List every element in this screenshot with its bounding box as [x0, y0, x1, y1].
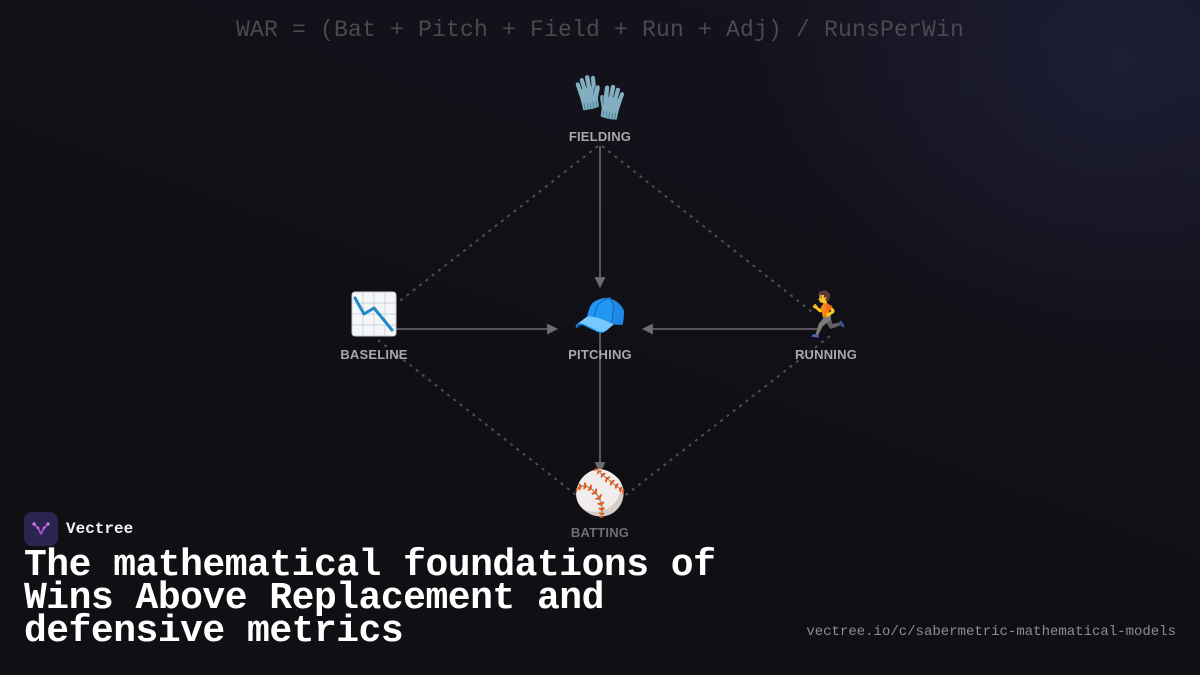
- node-fielding: 🧤 FIELDING: [530, 72, 670, 144]
- vectree-logo-icon: [24, 512, 58, 546]
- baseball-icon: ⚾: [572, 468, 628, 519]
- edge-baseline-batting: [377, 339, 581, 499]
- cap-icon: 🧢: [572, 290, 628, 341]
- node-label-pitching: PITCHING: [568, 347, 632, 362]
- runner-icon: 🏃: [798, 290, 854, 341]
- node-label-running: RUNNING: [794, 347, 858, 362]
- war-formula: WAR = (Bat + Pitch + Field + Run + Adj) …: [235, 17, 965, 43]
- brand: Vectree: [24, 512, 133, 546]
- edge-fielding-baseline: [395, 145, 599, 305]
- edge-fielding-running: [601, 145, 813, 313]
- glove-icon: 🧤: [572, 72, 628, 123]
- chart-decreasing-icon: [304, 290, 444, 342]
- page-title: The mathematical foundations of Wins Abo…: [24, 544, 716, 653]
- node-pitching: 🧢 PITCHING: [530, 290, 670, 362]
- node-label-fielding: FIELDING: [568, 129, 632, 144]
- node-baseline: BASELINE: [304, 290, 444, 362]
- node-batting: ⚾ BATTING: [530, 468, 670, 540]
- source-url: vectree.io/c/sabermetric-mathematical-mo…: [806, 624, 1176, 640]
- node-label-baseline: BASELINE: [340, 347, 408, 362]
- node-running: 🏃 RUNNING: [756, 290, 896, 362]
- node-label-batting: BATTING: [570, 525, 630, 540]
- brand-name: Vectree: [66, 520, 134, 538]
